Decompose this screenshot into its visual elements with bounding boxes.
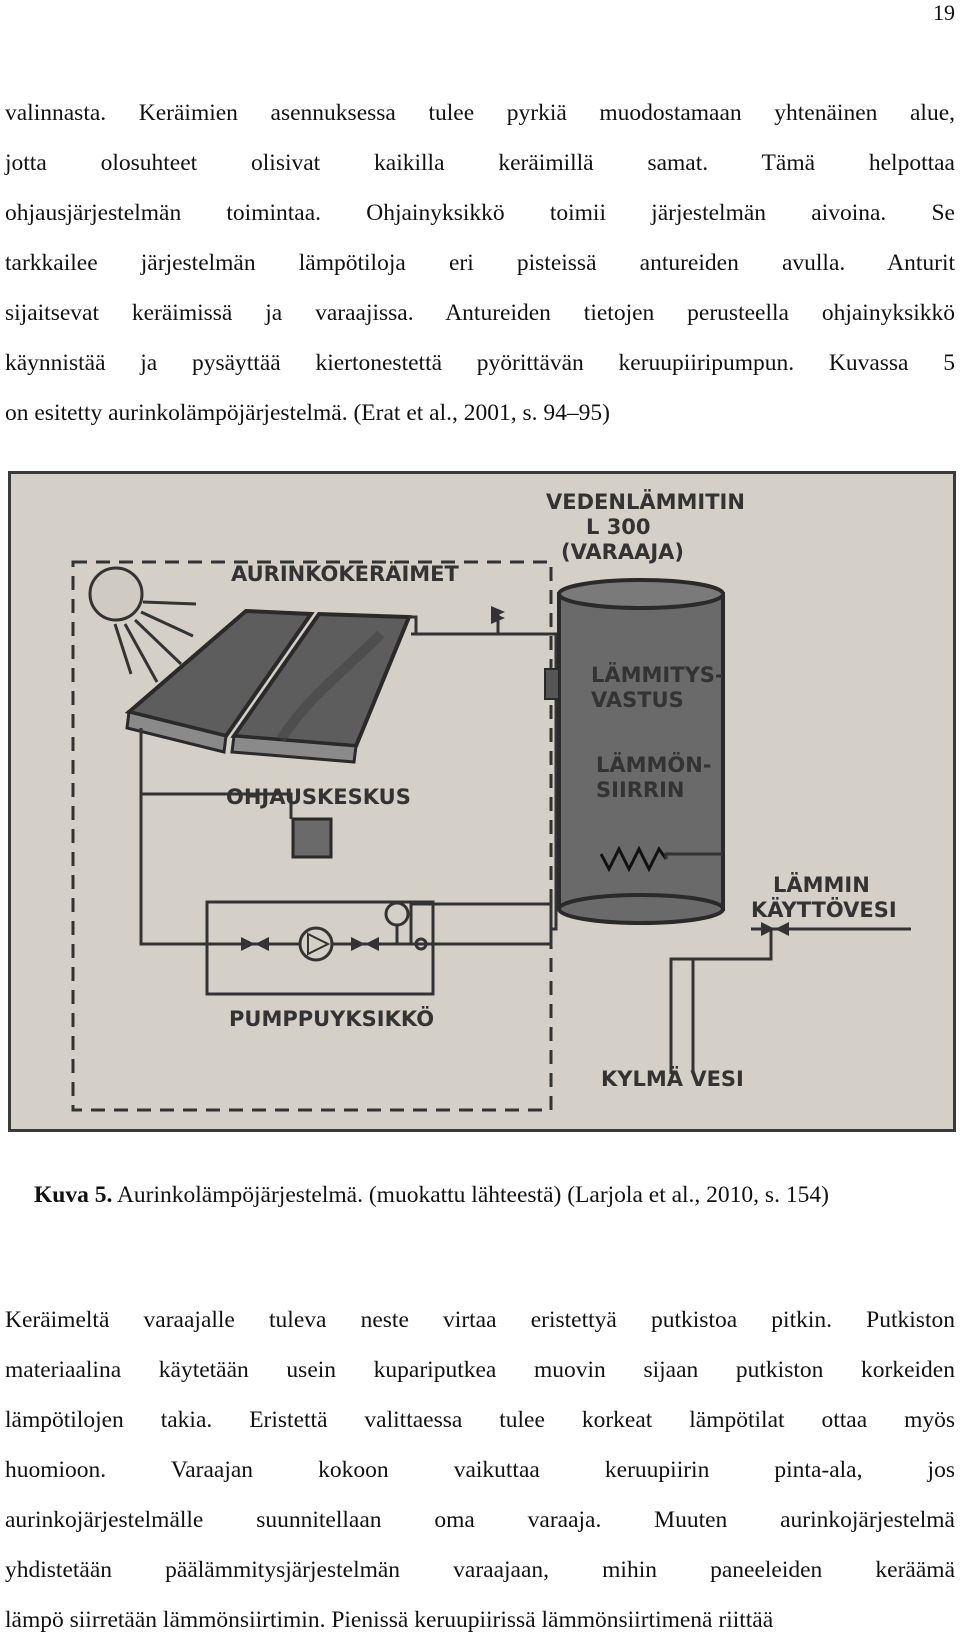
resistor-label-line2: VASTUS [591,688,684,712]
figure-caption: Kuva 5. Aurinkolämpöjärjestelmä. (muokat… [34,1180,829,1210]
caption-prefix: Kuva 5. [34,1182,113,1208]
solar-collector-panels [124,608,412,764]
text-line: jotta olosuhteet olisivat kaikilla keräi… [5,150,955,176]
heater-label-line2: L 300 [586,515,651,539]
water-heater-tank [544,578,725,925]
text-line: aurinkojärjestelmälle suunnitellaan oma … [5,1507,955,1533]
collectors-label: AURINKOKERÄIMET [231,561,459,586]
exchanger-label-line1: LÄMMÖN- [596,752,712,777]
text-line: yhdistetään päälämmitysjärjestelmän vara… [5,1557,955,1583]
heater-label-line3: (VARAAJA) [561,540,684,564]
text-line: ohjausjärjestelmän toimintaa. Ohjainyksi… [5,200,955,226]
sun-icon [88,566,197,683]
control-unit-label: OHJAUSKESKUS [226,785,411,809]
pressure-gauge-icon [384,901,428,951]
page-number: 19 [933,0,955,25]
text-line: materiaalina käytetään usein kupariputke… [5,1357,955,1383]
control-unit-box [291,817,333,859]
caption-text: Aurinkolämpöjärjestelmä. (muokattu lähte… [112,1182,829,1208]
valve-icon [241,606,505,951]
text-line: Keräimeltä varaajalle tuleva neste virta… [5,1307,955,1333]
exchanger-label-line2: SIIRRIN [596,778,684,802]
text-line: lämpötilojen takia. Eristettä valittaess… [5,1407,955,1433]
mixing-valve-icon [761,922,789,936]
body-paragraph-1: valinnasta. Keräimien asennuksessa tulee… [5,88,955,438]
pump-icon [298,926,334,962]
text-line: käynnistää ja pysäyttää kiertonestettä p… [5,350,955,376]
hot-water-label-line2: KÄYTTÖVESI [751,897,897,922]
solar-system-diagram: AURINKOKERÄIMET VEDENLÄMMITIN L 300 (VAR… [8,471,956,1132]
heater-label-line1: VEDENLÄMMITIN [546,489,745,514]
text-line: on esitetty aurinkolämpöjärjestelmä. (Er… [5,400,610,426]
pump-unit-box [205,900,435,996]
text-line: lämpö siirretään lämmönsiirtimin. Pienis… [5,1607,774,1633]
body-paragraph-2: Keräimeltä varaajalle tuleva neste virta… [5,1295,955,1645]
hot-water-label-line1: LÄMMIN [773,872,870,897]
text-line: sijaitsevat keräimissä ja varaajissa. An… [5,300,955,326]
text-line: tarkkailee järjestelmän lämpötiloja eri … [5,250,955,276]
resistor-label-line1: LÄMMITYS- [591,662,724,687]
heat-exchanger-coil [599,845,668,873]
cold-water-label: KYLMÄ VESI [601,1066,744,1091]
pump-unit-label: PUMPPUYKSIKKÖ [229,1006,434,1031]
text-line: huomioon. Varaajan kokoon vaikuttaa keru… [5,1457,955,1483]
system-boundary [71,560,553,1112]
text-line: valinnasta. Keräimien asennuksessa tulee… [5,100,955,126]
